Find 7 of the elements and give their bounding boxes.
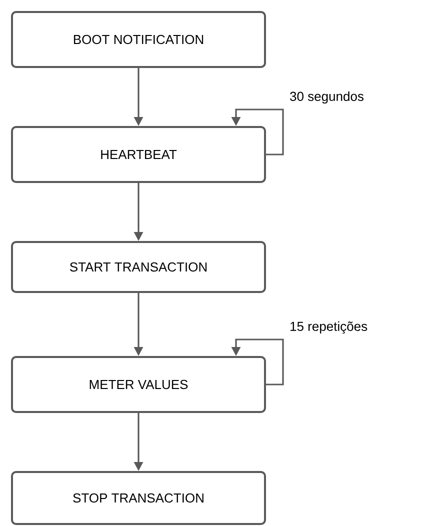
- process-box: HEARTBEAT: [11, 126, 266, 183]
- edge-label: 15 repetições: [290, 321, 368, 334]
- edge-label: 30 segundos: [290, 91, 364, 104]
- process-box: STOP TRANSACTION: [11, 471, 266, 525]
- process-box: BOOT NOTIFICATION: [11, 11, 266, 68]
- process-box: START TRANSACTION: [11, 241, 266, 293]
- process-box: METER VALUES: [11, 356, 266, 413]
